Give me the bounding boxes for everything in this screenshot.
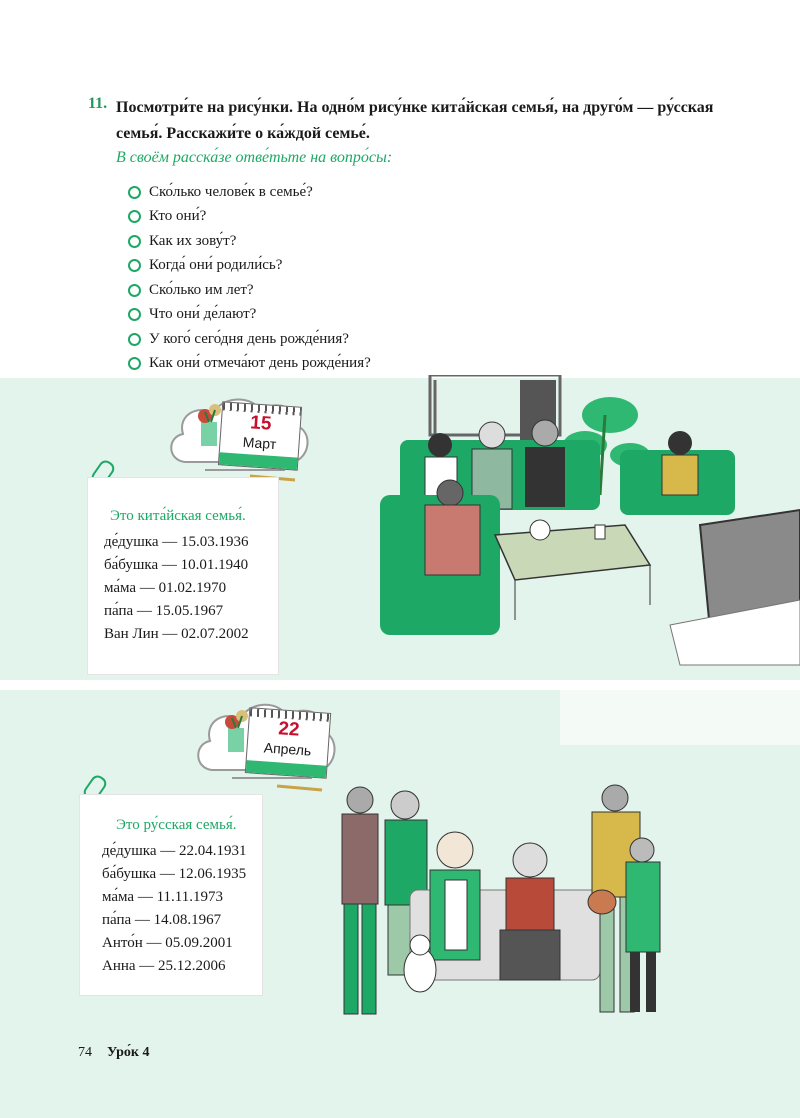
page-number: 74 xyxy=(78,1045,92,1060)
circle-bullet-icon xyxy=(128,283,141,297)
family-member-line: Анто́н — 05.09.2001 xyxy=(102,935,233,951)
family-member-line: ба́бушка — 12.06.1935 xyxy=(102,866,247,882)
exercise-number: 11. xyxy=(88,95,108,112)
circle-bullet-icon xyxy=(128,308,141,322)
calendar-cloud-russian: 22 Апрель xyxy=(192,696,342,794)
list-item: Что они́ де́лают? xyxy=(128,303,371,328)
family-member-line: Ван Лин — 02.07.2002 xyxy=(104,626,249,642)
question-list: Ско́лько челове́к в семье́? Кто они́? Ка… xyxy=(128,180,371,376)
russian-family-illustration xyxy=(341,784,661,1015)
family-member-line: ба́бушка — 10.01.1940 xyxy=(104,557,249,573)
list-item: Когда́ они́ родили́сь? xyxy=(128,254,371,279)
list-item: Ско́лько челове́к в семье́? xyxy=(128,180,371,205)
list-item: Кто они́? xyxy=(128,205,371,230)
calendar-page: 15 Март xyxy=(217,401,303,471)
calendar-page: 22 Апрель xyxy=(244,707,332,779)
family-member-line: де́душка — 22.04.1931 xyxy=(102,843,247,859)
circle-bullet-icon xyxy=(128,259,141,273)
exercise-instruction: Посмотри́те на рису́нки. На одно́м рису́… xyxy=(116,99,714,142)
family-member-line: де́душка — 15.03.1936 xyxy=(104,534,249,550)
list-item: У кого́ сего́дня день рожде́ния? xyxy=(128,327,371,352)
calendar-cloud-chinese: 15 Март xyxy=(165,392,315,484)
list-item: Ско́лько им лет? xyxy=(128,278,371,303)
exercise-prompt: В своём расска́зе отве́тьте на вопро́сы: xyxy=(116,149,393,166)
family-member-line: па́па — 15.05.1967 xyxy=(104,603,224,619)
russian-family-card: Это ру́сская семья́. де́душка — 22.04.19… xyxy=(80,795,262,995)
circle-bullet-icon xyxy=(128,185,141,199)
family-member-line: Анна — 25.12.2006 xyxy=(102,958,226,974)
card-title: Это кита́йская семья́. xyxy=(110,508,246,524)
family-member-line: па́па — 14.08.1967 xyxy=(102,912,222,928)
circle-bullet-icon xyxy=(128,234,141,248)
list-item: Как их зову́т? xyxy=(128,229,371,254)
circle-bullet-icon xyxy=(128,357,141,371)
lesson-label: Уро́к 4 xyxy=(107,1045,150,1060)
chinese-family-illustration xyxy=(380,375,800,666)
circle-bullet-icon xyxy=(128,332,141,346)
family-member-line: ма́ма — 11.11.1973 xyxy=(102,889,223,905)
family-member-line: ма́ма — 01.02.1970 xyxy=(104,580,227,596)
circle-bullet-icon xyxy=(128,210,141,224)
chinese-family-card: Это кита́йская семья́. де́душка — 15.03.… xyxy=(88,478,278,674)
list-item: Как они́ отмеча́ют день рожде́ния? xyxy=(128,352,371,377)
card-title: Это ру́сская семья́. xyxy=(116,817,237,833)
